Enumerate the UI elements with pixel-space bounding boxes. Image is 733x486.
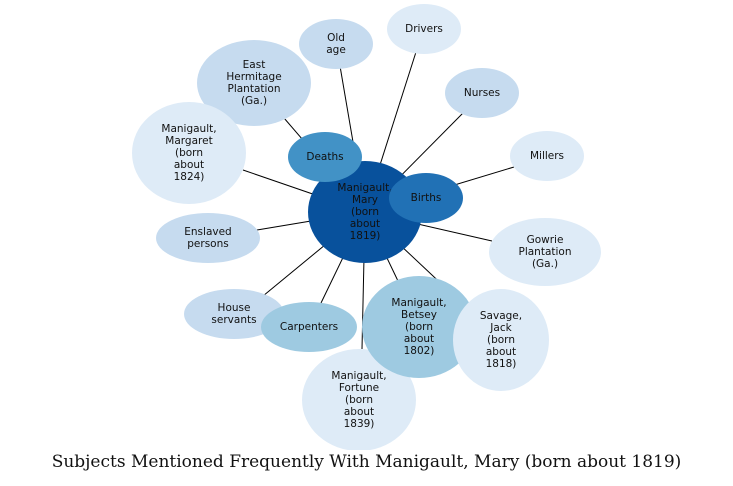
node-fortune-label-line: about	[344, 406, 374, 418]
node-savage-jack-label-line: about	[486, 346, 516, 358]
node-births-bubble	[389, 173, 463, 223]
node-enslaved-label-line: persons	[187, 238, 228, 250]
node-mary-label-line: about	[350, 218, 380, 230]
node-drivers-bubble	[387, 4, 461, 54]
node-margaret-bubble	[132, 102, 246, 204]
node-margaret-label-line: Manigault,	[161, 123, 216, 135]
node-mary-label-line: (born	[351, 206, 379, 218]
node-mary-label-line: Mary	[352, 194, 378, 206]
node-betsey-label-line: about	[404, 333, 434, 345]
node-east-hermitage-label-line: (Ga.)	[241, 95, 267, 107]
node-old-age-label-line: age	[326, 44, 346, 56]
node-margaret-label-line: Margaret	[165, 135, 212, 147]
node-nurses[interactable]: Nurses	[445, 68, 519, 118]
node-east-hermitage-label-line: Hermitage	[226, 71, 281, 83]
node-enslaved-label-line: Enslaved	[184, 226, 231, 238]
subject-network-diagram: OldageDriversEastHermitagePlantation(Ga.…	[132, 4, 601, 450]
node-house-servants-label-line: servants	[211, 314, 256, 326]
node-savage-jack-label-line: 1818)	[486, 358, 517, 370]
node-births-label-line: Births	[411, 192, 442, 204]
node-drivers-label-line: Drivers	[405, 23, 443, 35]
node-fortune-label-line: Fortune	[339, 382, 379, 394]
node-enslaved-bubble	[156, 213, 260, 263]
node-house-servants-label-line: House	[218, 302, 251, 314]
node-millers[interactable]: Millers	[510, 131, 584, 181]
node-east-hermitage-label-line: East	[243, 59, 266, 71]
node-fortune-bubble	[302, 349, 416, 450]
node-fortune-label-line: Manigault,	[331, 370, 386, 382]
node-old-age-bubble	[299, 19, 373, 69]
node-east-hermitage-label-line: Plantation	[227, 83, 280, 95]
node-births[interactable]: Births	[389, 173, 463, 223]
node-gowrie-label-line: (Ga.)	[532, 258, 558, 270]
node-old-age-label-line: Old	[327, 32, 345, 44]
node-nurses-label-line: Nurses	[464, 87, 500, 99]
nodes: OldageDriversEastHermitagePlantation(Ga.…	[132, 4, 601, 450]
node-carpenters[interactable]: Carpenters	[261, 302, 357, 352]
node-margaret-label-line: (born	[175, 147, 203, 159]
node-millers-label-line: Millers	[530, 150, 564, 162]
node-betsey-bubble	[362, 276, 476, 378]
node-margaret-label-line: 1824)	[174, 171, 205, 183]
node-savage-jack-label-line: Jack	[489, 322, 512, 334]
node-drivers[interactable]: Drivers	[387, 4, 461, 54]
node-deaths-bubble	[288, 132, 362, 182]
node-gowrie-label-line: Plantation	[518, 246, 571, 258]
node-savage-jack-bubble	[453, 289, 549, 391]
node-east-hermitage-bubble	[197, 40, 311, 126]
node-betsey-label-line: (born	[405, 321, 433, 333]
node-deaths-label-line: Deaths	[306, 151, 343, 163]
node-gowrie-bubble	[489, 218, 601, 286]
node-betsey-label-line: 1802)	[404, 345, 435, 357]
node-mary-label-line: 1819)	[350, 230, 381, 242]
node-savage-jack-label-line: (born	[487, 334, 515, 346]
node-mary-label-line: Manigault,	[337, 182, 392, 194]
diagram-caption: Subjects Mentioned Frequently With Manig…	[51, 452, 682, 472]
node-betsey-label-line: Manigault,	[391, 297, 446, 309]
node-house-servants-bubble	[184, 289, 284, 339]
node-fortune-label-line: 1839)	[344, 418, 375, 430]
node-nurses-bubble	[445, 68, 519, 118]
node-deaths[interactable]: Deaths	[288, 132, 362, 182]
node-margaret-label-line: about	[174, 159, 204, 171]
node-carpenters-label-line: Carpenters	[280, 321, 338, 333]
node-savage-jack-label-line: Savage,	[480, 310, 522, 322]
node-millers-bubble	[510, 131, 584, 181]
node-gowrie-label-line: Gowrie	[527, 234, 564, 246]
node-betsey-label-line: Betsey	[401, 309, 437, 321]
node-fortune-label-line: (born	[345, 394, 373, 406]
node-carpenters-bubble	[261, 302, 357, 352]
